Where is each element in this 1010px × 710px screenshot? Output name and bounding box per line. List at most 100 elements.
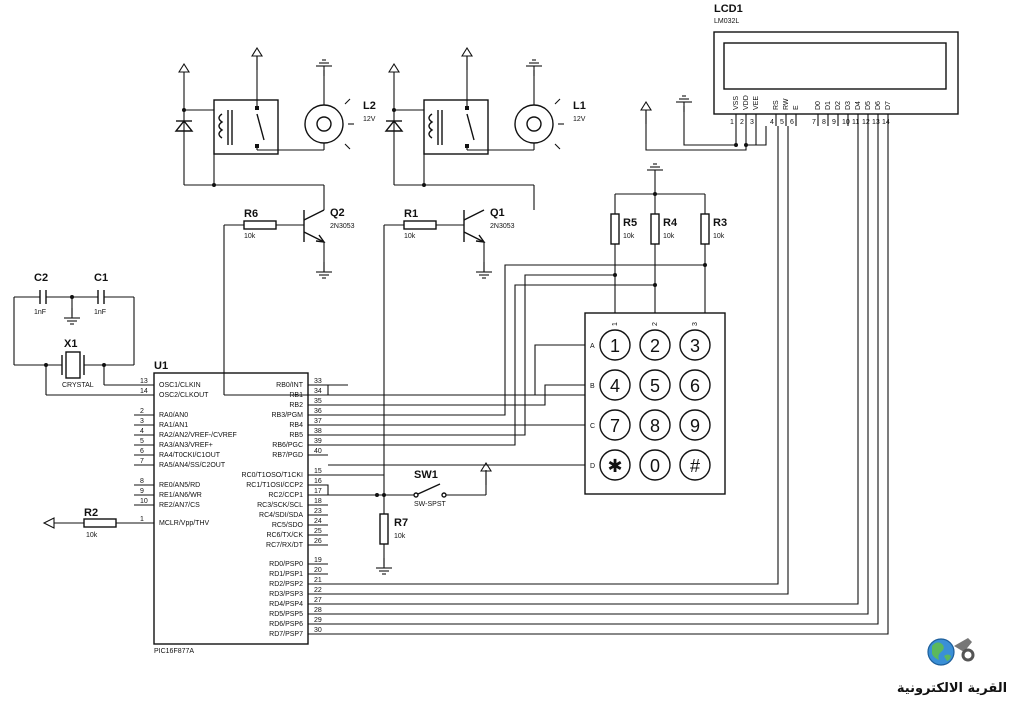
resistor-value: 10k	[86, 532, 98, 539]
diode-icon	[174, 119, 194, 132]
resistor-ref: R5	[623, 217, 637, 229]
mcu-pin-number: 24	[314, 518, 322, 525]
lcd-pin-label: E	[793, 105, 800, 110]
resistor-ref: R1	[404, 208, 418, 220]
switch-ref: SW1	[414, 469, 438, 481]
keypad-key-label: 7	[610, 416, 620, 436]
lcd-pin-label: D3	[845, 101, 852, 110]
mcu-model: PIC16F877A	[154, 648, 194, 655]
lcd-pin-label: D6	[875, 101, 882, 110]
mcu-pin-name: RC3/SCK/SCL	[257, 502, 303, 509]
mcu-pin-number: 4	[140, 428, 144, 435]
mcu-pin-name: OSC1/CLKIN	[159, 382, 201, 389]
keypad-key[interactable]	[679, 369, 711, 401]
logo-text: القرية الالكترونية	[897, 681, 1007, 696]
site-logo: القرية الالكترونية	[897, 638, 1007, 696]
transistor-model: 2N3053	[490, 223, 515, 230]
transistor-q1: Q1 2N3053	[463, 207, 515, 279]
keypad-col-label: 3	[692, 322, 699, 326]
mcu-pin-number: 23	[314, 508, 322, 515]
mcu-u1: U1 PIC16F877A 13OSC1/CLKIN14OSC2/CLKOUT2…	[134, 360, 328, 655]
mcu-pin-number: 28	[314, 607, 322, 614]
keypad-key[interactable]	[599, 329, 631, 361]
resistor-value: 10k	[623, 233, 635, 240]
lcd-pin-number: 5	[780, 119, 784, 126]
lcd-pin-number: 14	[882, 119, 890, 126]
mcu-pin-number: 17	[314, 488, 322, 495]
mcu-pin-name: RB6/PGC	[272, 442, 303, 449]
keypad-key-label: 2	[650, 336, 660, 356]
mcu-pin-name: RC5/SDO	[272, 522, 304, 529]
resistor-ref: R3	[713, 217, 727, 229]
mcu-pin-name: RD0/PSP0	[269, 561, 303, 568]
mcu-pin-number: 35	[314, 398, 322, 405]
lcd-module: LCD1 LM032L VSS1VDD2VEE3RS4RW5E6D07D18D2…	[713, 3, 959, 126]
mcu-pin-number: 1	[140, 516, 144, 523]
mcu-pin-number: 29	[314, 617, 322, 624]
keypad-col-label: 1	[612, 322, 619, 326]
mcu-pin-name: RD5/PSP5	[269, 611, 303, 618]
resistor-value: 10k	[404, 233, 416, 240]
capacitor-value: 1nF	[94, 309, 106, 316]
keypad-key[interactable]	[639, 409, 671, 441]
mcu-pin-number: 27	[314, 597, 322, 604]
relay-lamp-left: L2 12V	[174, 47, 376, 210]
mcu-pin-name: RE1/AN6/WR	[159, 492, 202, 499]
lcd-model: LM032L	[714, 18, 739, 25]
keypad-key[interactable]	[679, 409, 711, 441]
mcu-pin-name: RD1/PSP1	[269, 571, 303, 578]
mcu-pin-name: RD4/PSP4	[269, 601, 303, 608]
keypad-key[interactable]	[639, 329, 671, 361]
keypad-key[interactable]	[679, 329, 711, 361]
keypad-key-label: 3	[690, 336, 700, 356]
keypad-key-label: 1	[610, 336, 620, 356]
mcu-pin-name: RB4	[289, 422, 303, 429]
mcu-pin-name: RD3/PSP3	[269, 591, 303, 598]
mcu-pin-number: 13	[140, 378, 148, 385]
mcu-pin-name: RD6/PSP6	[269, 621, 303, 628]
mcu-pin-number: 3	[140, 418, 144, 425]
keypad-row-label: D	[590, 463, 595, 470]
lcd-pin-number: 12	[862, 119, 870, 126]
mcu-pin-name: RA3/AN3/VREF+	[159, 442, 213, 449]
mcu-pin-number: 9	[140, 488, 144, 495]
keypad-key-label: ✱	[607, 456, 622, 476]
switch-sw1: SW1 SW-SPST R7 10k	[328, 462, 492, 575]
lcd-pin-number: 6	[790, 119, 794, 126]
mcu-pin-name: RC4/SDI/SDA	[259, 512, 303, 519]
keypad-key[interactable]	[639, 369, 671, 401]
keypad-key[interactable]	[639, 449, 671, 481]
lamp-ref: L1	[573, 100, 586, 112]
mcu-pin-number: 26	[314, 538, 322, 545]
resistor-value: 10k	[713, 233, 725, 240]
mcu-pin-name: RC1/T1OSI/CCP2	[246, 482, 303, 489]
lcd-pin-label: D2	[835, 101, 842, 110]
lcd-pin-number: 4	[770, 119, 774, 126]
transistor-q2: Q2 2N3053	[303, 207, 355, 279]
lcd-pin-number: 2	[740, 119, 744, 126]
mcu-pin-number: 36	[314, 408, 322, 415]
lamp-value: 12V	[573, 116, 586, 123]
keypad-key-label: 6	[690, 376, 700, 396]
keypad-key[interactable]	[679, 449, 711, 481]
mcu-pin-number: 20	[314, 567, 322, 574]
mcu-pin-number: 33	[314, 378, 322, 385]
mcu-pin-number: 10	[140, 498, 148, 505]
wiring	[224, 95, 889, 635]
lcd-pin-label: VDD	[743, 95, 750, 110]
mcu-pin-name: RB3/PGM	[271, 412, 303, 419]
mcu-pin-number: 40	[314, 448, 322, 455]
keypad-key[interactable]	[599, 449, 631, 481]
keypad-key[interactable]	[599, 369, 631, 401]
crystal-ref: X1	[64, 338, 77, 350]
mcu-ref: U1	[154, 360, 168, 372]
mcu-pin-name: RB7/PGD	[272, 452, 303, 459]
lamp-icon	[304, 104, 344, 144]
mcu-pin-number: 18	[314, 498, 322, 505]
keypad-key[interactable]	[599, 409, 631, 441]
lcd-pin-label: D1	[825, 101, 832, 110]
lcd-pin-label: D5	[865, 101, 872, 110]
mcu-pin-number: 6	[140, 448, 144, 455]
mcu-pin-name: RB5	[289, 432, 303, 439]
keypad-key-label: 9	[690, 416, 700, 436]
